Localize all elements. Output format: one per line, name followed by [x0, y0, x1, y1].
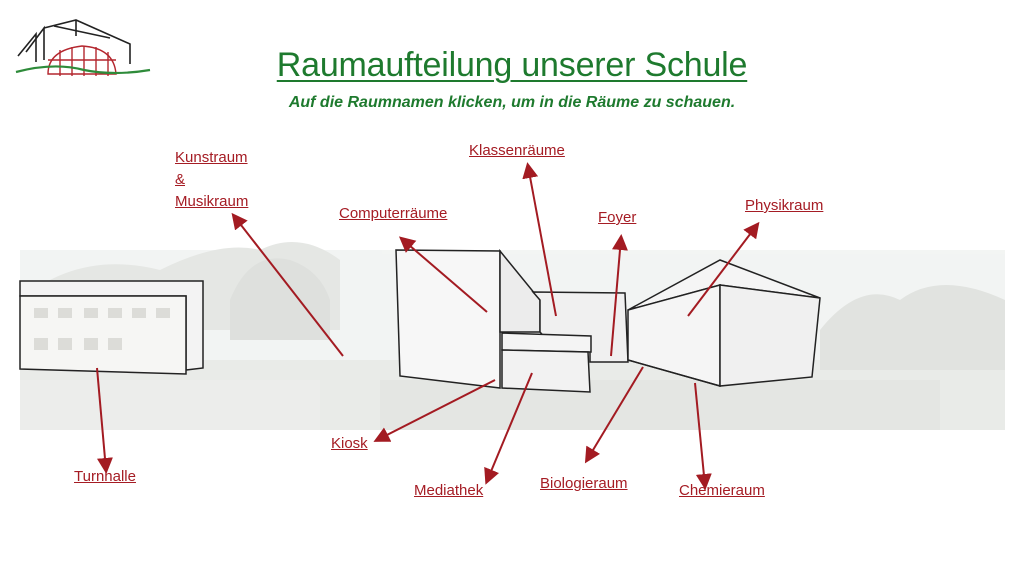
arrow-physikraum	[687, 221, 760, 317]
link-foyer[interactable]: Foyer	[598, 209, 637, 226]
link-klassenraeume[interactable]: Klassenräume	[469, 142, 565, 159]
arrow-turnhalle	[96, 367, 113, 474]
link-kiosk[interactable]: Kiosk	[331, 435, 368, 452]
arrow-kunstraum	[231, 212, 344, 357]
arrow-mediathek	[484, 372, 533, 485]
link-kunstraum-line2: &	[175, 171, 186, 188]
arrow-computerraeume	[398, 236, 488, 313]
arrow-klassenraeume	[522, 162, 557, 317]
arrow-chemieraum	[694, 382, 712, 490]
arrow-foyer	[610, 234, 628, 357]
room-arrows	[96, 162, 760, 490]
link-turnhalle[interactable]: Turnhalle	[74, 468, 136, 485]
arrow-kiosk	[373, 379, 496, 442]
link-kunstraum-line3: Musikraum	[175, 193, 249, 210]
link-biologieraum[interactable]: Biologieraum	[540, 475, 628, 492]
arrow-biologieraum	[584, 366, 644, 464]
link-kunstraum-line1: Kunstraum	[175, 149, 248, 166]
link-chemieraum[interactable]: Chemieraum	[679, 482, 765, 499]
page-title: Raumaufteilung unserer Schule	[276, 46, 748, 84]
link-kunstraum-musikraum[interactable]: Kunstraum & Musikraum	[175, 147, 285, 213]
link-mediathek[interactable]: Mediathek	[414, 482, 484, 499]
link-physikraum[interactable]: Physikraum	[745, 197, 824, 214]
school-logo	[15, 19, 151, 76]
building-science-wing	[627, 259, 821, 387]
link-computerraeume[interactable]: Computerräume	[339, 205, 448, 222]
building-main-block	[395, 248, 629, 393]
building-turnhalle	[19, 280, 204, 375]
page-subtitle: Auf die Raumnamen klicken, um in die Räu…	[288, 94, 736, 111]
